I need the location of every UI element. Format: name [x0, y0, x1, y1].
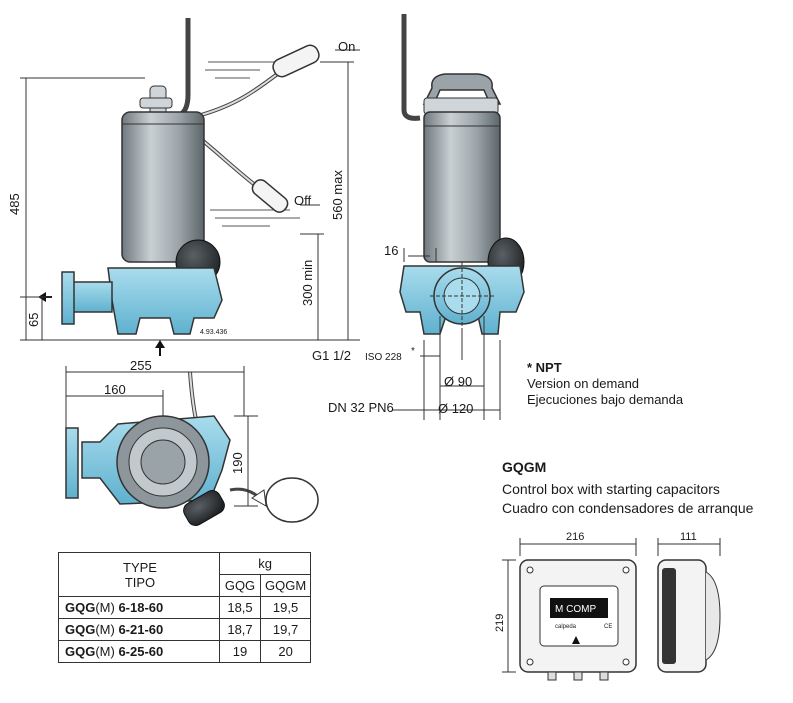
side-dimensions	[392, 248, 501, 420]
label-on: On	[338, 39, 355, 54]
npt-note: * NPT Version on demand Ejecuciones bajo…	[527, 360, 683, 408]
row-type: GQG(M) 6-18-60	[58, 596, 220, 619]
dim-216: 216	[566, 531, 584, 543]
npt-title: * NPT	[527, 360, 562, 375]
part-number: 4.93.436	[200, 329, 227, 336]
gqgm-line-2: Cuadro con condensadores de arranque	[502, 500, 754, 516]
row-weight-gqg: 19	[219, 640, 261, 663]
thread-iso-228: ISO 228	[365, 352, 402, 363]
dim-d90: Ø 90	[444, 374, 472, 389]
thread-g1-1-2: G1 1/2	[312, 348, 351, 363]
control-box-front: M COMP calpeda CE	[519, 559, 637, 681]
header-type: TYPE TIPO	[58, 552, 220, 597]
pump-top-view	[65, 371, 319, 526]
float-switch-on	[272, 44, 320, 78]
dim-485: 485	[7, 193, 22, 215]
thread-star: *	[411, 346, 415, 357]
control-box-side	[657, 559, 721, 673]
table-row: GQG(M) 6-18-60 18,5 19,5	[58, 596, 312, 619]
box-maker: calpeda	[555, 624, 577, 630]
dim-300-min: 300 min	[300, 260, 315, 306]
water-level-off	[210, 209, 300, 227]
header-type-es: TIPO	[124, 574, 156, 590]
gqgm-description: GQGM Control box with starting capacitor…	[502, 458, 753, 518]
pump-front-view	[38, 18, 320, 356]
pump-side-view	[399, 14, 525, 335]
npt-line-2: Ejecuciones bajo demanda	[527, 392, 684, 407]
row-weight-gqg: 18,5	[219, 596, 261, 619]
dim-190: 190	[230, 452, 245, 474]
flange-dn32: DN 32 PN6	[328, 400, 394, 415]
front-dimensions	[20, 49, 360, 341]
gqgm-title: GQGM	[502, 459, 547, 475]
dim-111: 111	[680, 531, 697, 543]
row-type: GQG(M) 6-25-60	[58, 640, 220, 663]
dim-d120: Ø 120	[438, 401, 473, 416]
gqgm-line-1: Control box with starting capacitors	[502, 481, 720, 497]
row-weight-gqg: 18,7	[219, 618, 261, 641]
dim-255: 255	[130, 358, 152, 373]
row-weight-gqgm: 20	[259, 640, 312, 663]
header-kg: kg	[218, 552, 312, 575]
npt-line-1: Version on demand	[527, 376, 640, 391]
box-brand: M COMP	[555, 604, 596, 615]
header-gqgm: GQGM	[259, 574, 312, 597]
box-ce: CE	[604, 624, 612, 630]
box-dimensions	[502, 538, 721, 673]
dim-65: 65	[26, 313, 41, 327]
row-type: GQG(M) 6-21-60	[58, 618, 220, 641]
dim-160: 160	[104, 382, 126, 397]
label-off: Off	[294, 193, 311, 208]
table-row: GQG(M) 6-25-60 19 20	[58, 640, 312, 663]
top-dimensions	[65, 366, 258, 507]
header-type-en: TYPE	[123, 559, 157, 575]
float-switch-off	[251, 179, 289, 213]
dim-560-max: 560 max	[330, 170, 345, 220]
weight-table: TYPE TIPO kg GQG GQGM GQG(M) 6-18-60 18,…	[58, 552, 312, 663]
dim-219: 219	[494, 614, 506, 632]
dim-16: 16	[384, 243, 398, 258]
table-row: GQG(M) 6-21-60 18,7 19,7	[58, 618, 312, 641]
row-weight-gqgm: 19,5	[259, 596, 312, 619]
row-weight-gqgm: 19,7	[259, 618, 312, 641]
header-gqg: GQG	[219, 574, 261, 597]
